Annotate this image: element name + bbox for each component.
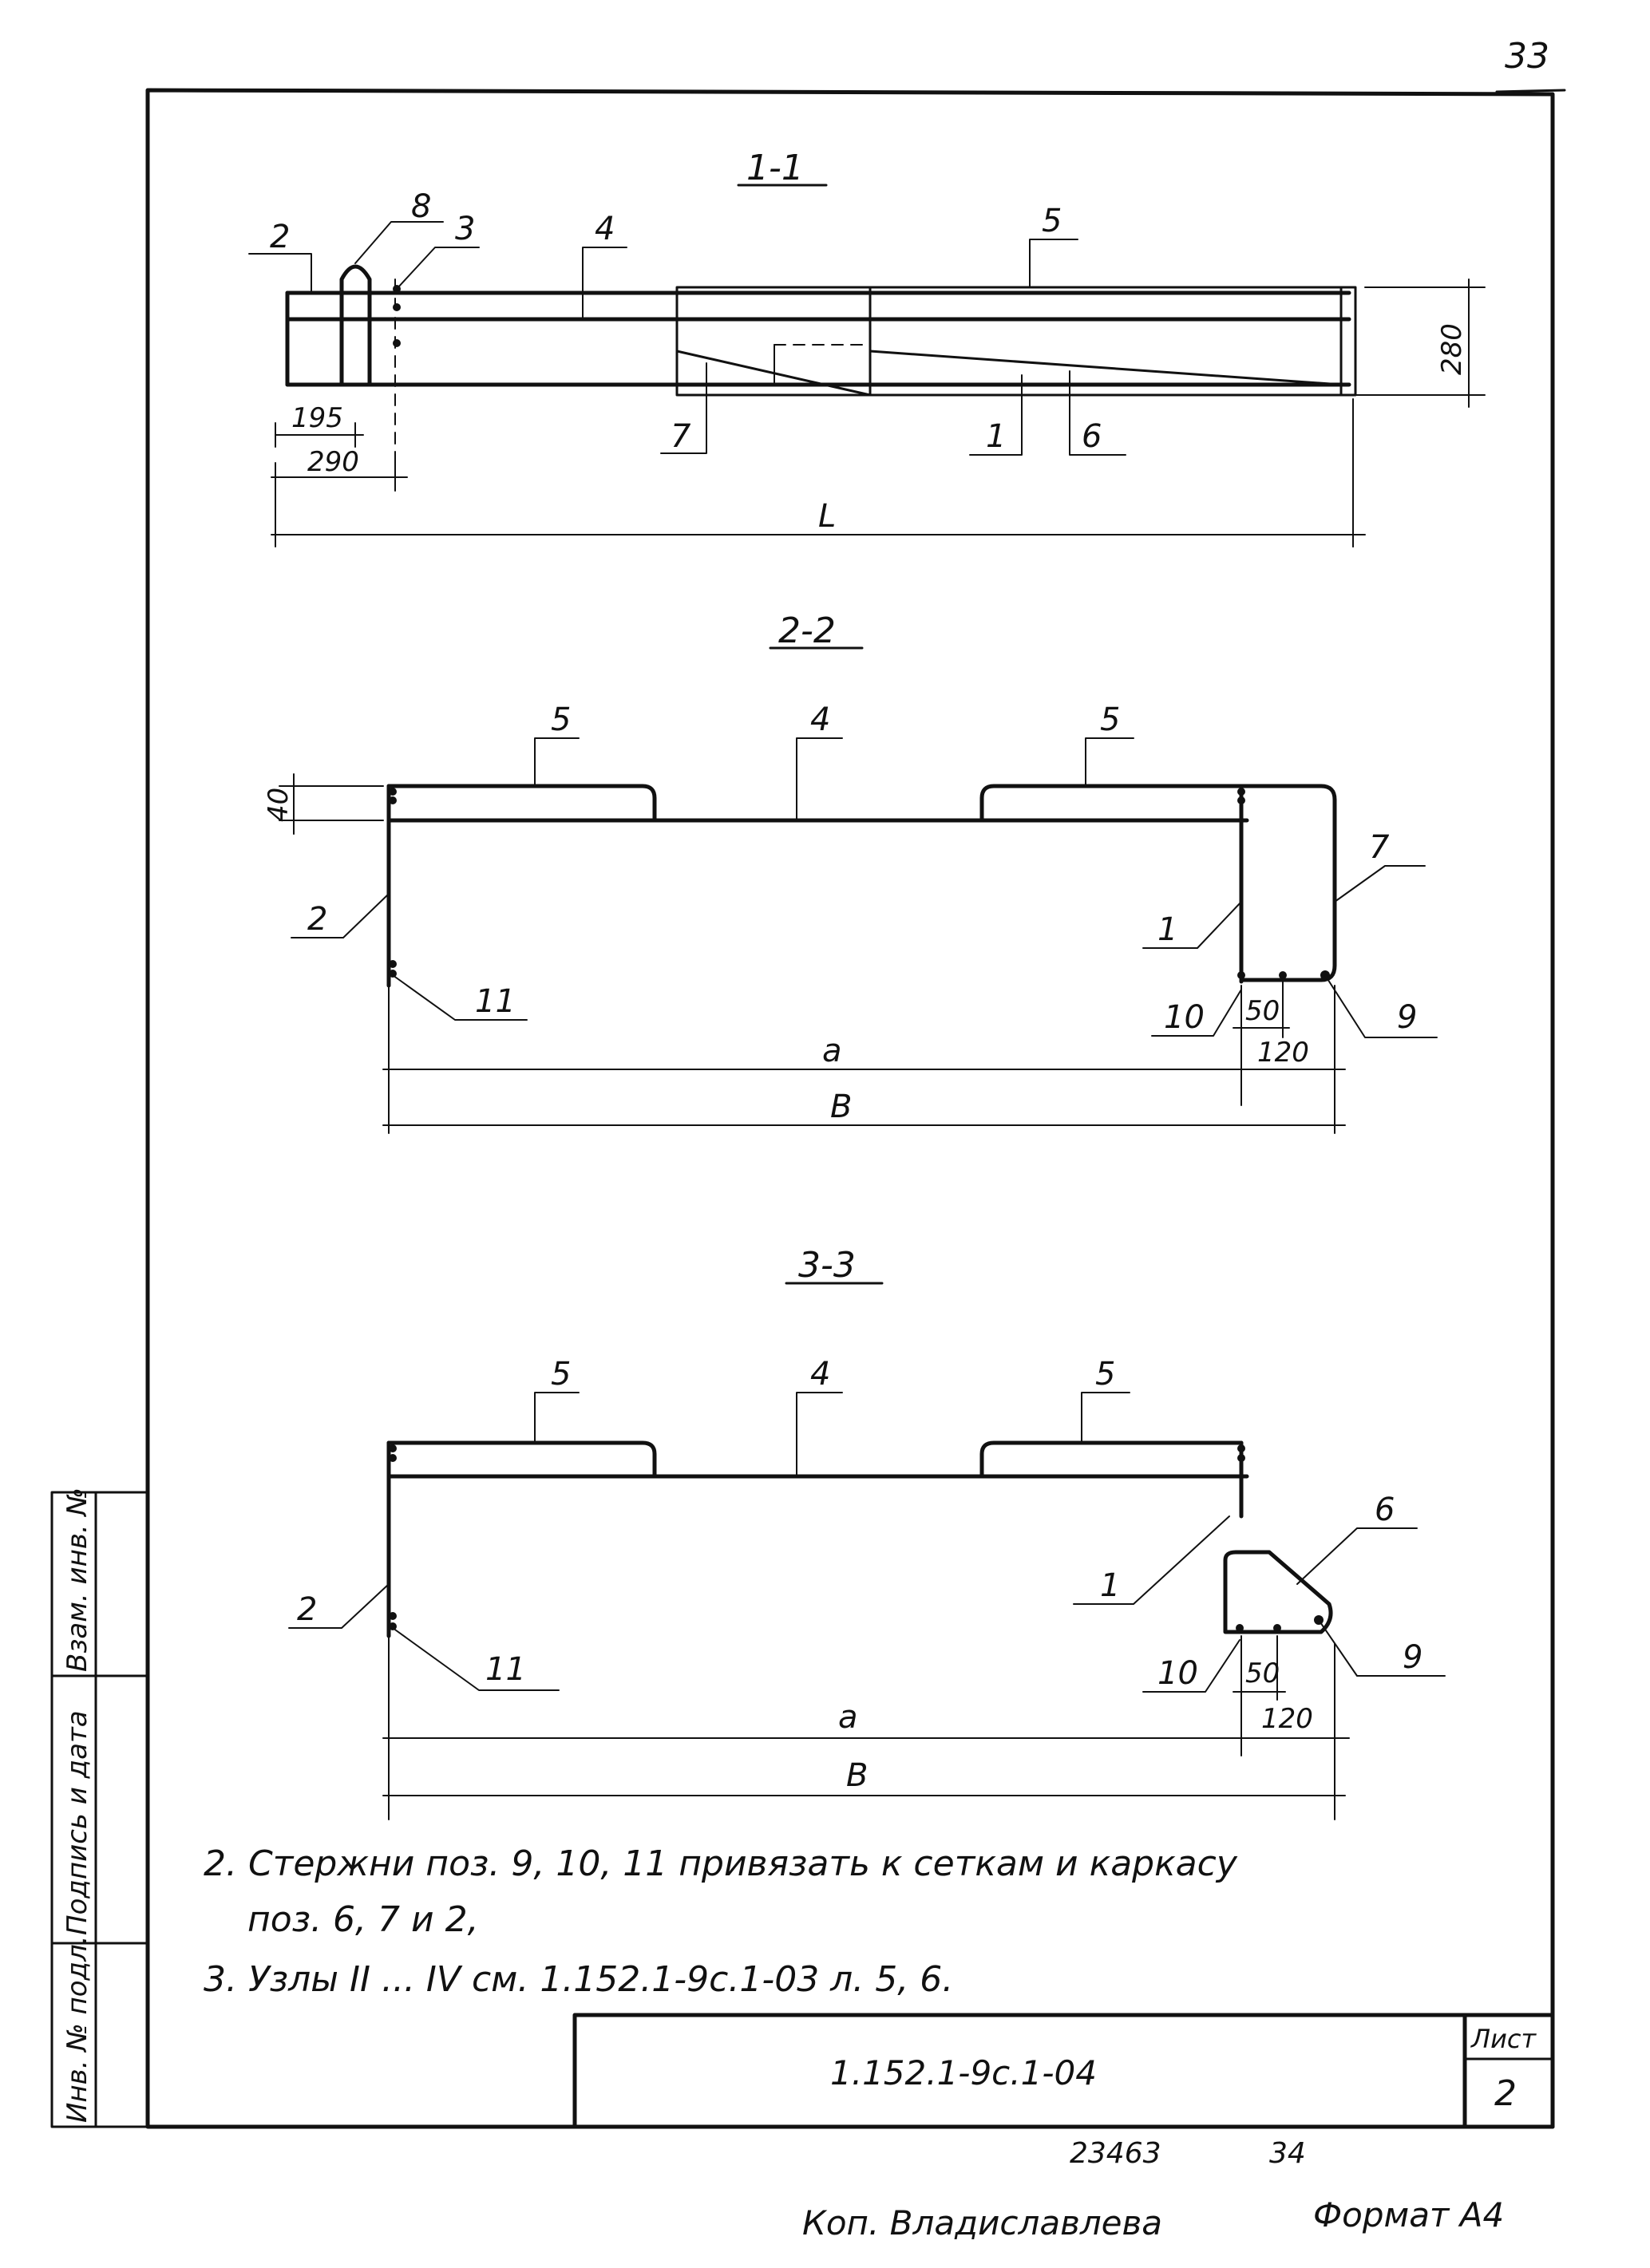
- label-pos-7: 7: [1369, 829, 1390, 866]
- frame-6-diagonal: [869, 350, 1343, 386]
- label-pos-2: 2: [270, 219, 290, 255]
- section-title-1-1: 1-1: [746, 148, 804, 188]
- label-pos-5: 5: [1042, 203, 1062, 239]
- archive-number: 23463: [1070, 2137, 1161, 2170]
- label-pos-1: 1: [1157, 911, 1177, 948]
- rebar-10: [1237, 971, 1245, 979]
- label-pos-8: 8: [411, 188, 431, 225]
- note-2-line-2: поз. 6, 7 и 2,: [247, 1899, 479, 1940]
- lifting-loop-8: [339, 264, 372, 387]
- dim-50: 50: [1245, 995, 1280, 1027]
- label-pos-4: 4: [810, 1356, 830, 1393]
- label-pos-5-left: 5: [551, 1356, 571, 1393]
- frame-5-right: [979, 784, 1244, 823]
- label-pos-6: 6: [1082, 418, 1102, 455]
- label-pos-11: 11: [475, 983, 516, 1020]
- label-pos-9: 9: [1397, 999, 1417, 1036]
- stamp-replaced-inv: Взам. инв. №: [61, 1488, 93, 1672]
- label-pos-1: 1: [986, 418, 1006, 455]
- stamp-original-inv: Инв. № подл.: [61, 1935, 93, 2123]
- frame-6-cage: [1223, 1550, 1333, 1634]
- label-pos-5-right: 5: [1100, 701, 1120, 738]
- label-pos-3: 3: [455, 211, 475, 247]
- frame-5-left: [386, 784, 657, 823]
- drawing-code: 1.152.1-9с.1-04: [830, 2053, 1097, 2092]
- section-title-2-2: 2-2: [778, 610, 836, 651]
- paper-format: Формат А4: [1313, 2195, 1504, 2234]
- dim-120: 120: [1257, 1037, 1309, 1069]
- label-pos-2: 2: [297, 1591, 317, 1628]
- note-2-line-1: 2. Стержни поз. 9, 10, 11 привязать к се…: [204, 1843, 1238, 1884]
- side-stamp: Взам. инв. № Подпись и дата Инв. № подл.: [50, 1488, 149, 2128]
- dim-120: 120: [1261, 1703, 1313, 1735]
- archive-page: 34: [1269, 2137, 1306, 2170]
- label-pos-11: 11: [485, 1651, 526, 1688]
- section-3-3: 3-3 5 4 5 6 2 1 11 10 9: [288, 1245, 1446, 1820]
- frame-7-cage: [1239, 784, 1337, 982]
- dim-a: a: [838, 1699, 858, 1736]
- label-pos-10: 10: [1157, 1655, 1198, 1692]
- page-number-underline: [1495, 89, 1566, 93]
- label-pos-9: 9: [1403, 1639, 1422, 1676]
- dim-290: 290: [307, 446, 359, 478]
- note-3: 3. Узлы II ... IV см. 1.152.1-9с.1-03 л.…: [204, 1959, 953, 2000]
- footer: 23463 34 Коп. Владиславлева Формат А4: [802, 2137, 1504, 2242]
- label-pos-10: 10: [1164, 999, 1205, 1036]
- label-pos-4: 4: [810, 701, 830, 738]
- notes: 2. Стержни поз. 9, 10, 11 привязать к се…: [204, 1843, 1238, 2000]
- title-block: 1.152.1-9с.1-04 Лист 2: [572, 2013, 1555, 2129]
- label-pos-5-right: 5: [1095, 1356, 1115, 1393]
- label-pos-6: 6: [1375, 1492, 1395, 1528]
- dim-280: 280: [1436, 323, 1468, 375]
- frame-5-outline: [675, 286, 1357, 397]
- dim-a: a: [822, 1033, 842, 1069]
- frame-5-right: [979, 1440, 1244, 1479]
- sheet-label: Лист: [1470, 2024, 1537, 2054]
- dim-L: L: [818, 498, 836, 535]
- section-1-1: 1-1 2 8 3 4 5 7 1: [248, 148, 1486, 547]
- label-pos-7: 7: [671, 418, 691, 455]
- dim-B: B: [830, 1089, 852, 1125]
- section-title-3-3: 3-3: [798, 1245, 856, 1286]
- dim-40: 40: [263, 788, 295, 822]
- copied-by: Коп. Владиславлева: [802, 2203, 1162, 2242]
- rebar-10: [1236, 1624, 1244, 1632]
- sheet-number: 2: [1494, 2073, 1517, 2114]
- page-number: 33: [1505, 36, 1549, 77]
- dim-195: 195: [291, 402, 343, 434]
- rebar-dot: [393, 303, 401, 311]
- dim-50: 50: [1245, 1658, 1280, 1689]
- section-2-2: 2-2 5 4 5 7 2 1 11 10 9: [263, 610, 1438, 1134]
- frame-5-left: [386, 1440, 657, 1479]
- rebar-dot: [393, 339, 401, 347]
- label-pos-2: 2: [307, 901, 327, 938]
- rebar-10: [1273, 1624, 1281, 1632]
- rebar-10: [1279, 971, 1287, 979]
- dim-B: B: [846, 1757, 868, 1794]
- label-pos-4: 4: [595, 211, 615, 247]
- label-pos-1: 1: [1100, 1567, 1120, 1604]
- stamp-signature-date: Подпись и дата: [61, 1710, 93, 1935]
- label-pos-5-left: 5: [551, 701, 571, 738]
